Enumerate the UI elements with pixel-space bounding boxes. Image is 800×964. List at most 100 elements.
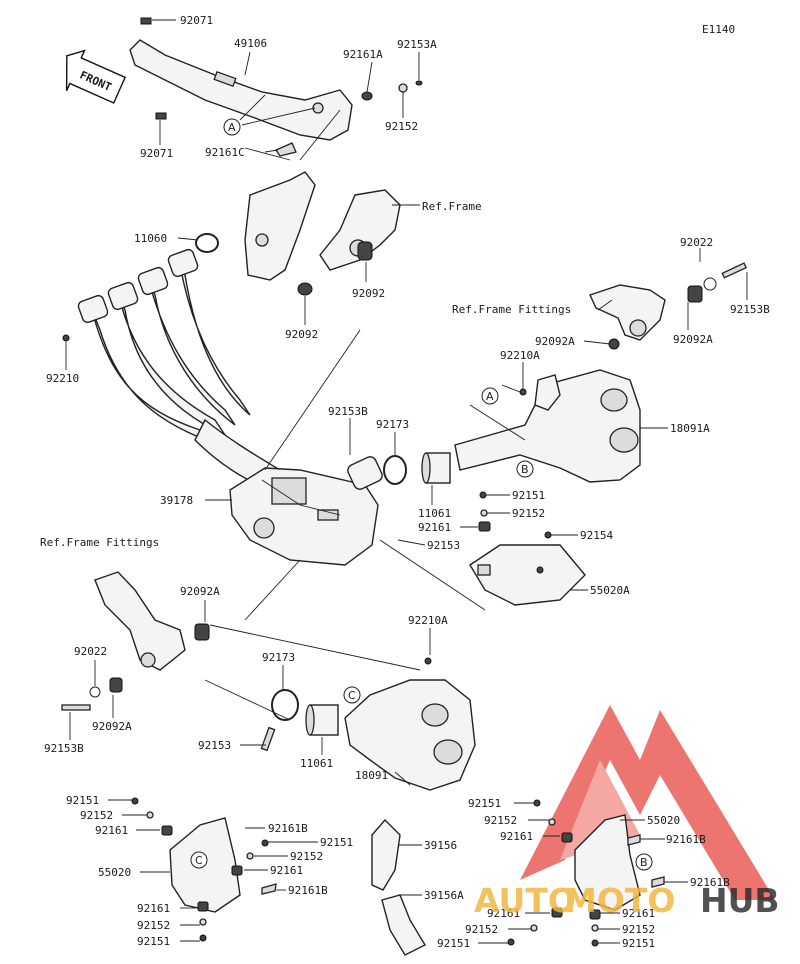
label: 92092A [673,333,713,346]
watermark-moto: MOTO [564,881,675,920]
label: 92161C [205,146,245,159]
svg-text:C: C [348,689,356,702]
watermark-hub: HUB [700,881,780,920]
label: 92161B [666,833,706,846]
label: 55020 [647,814,680,827]
label: 11061 [418,507,451,520]
label: 39156 [424,839,457,852]
label: 92092A [180,585,220,598]
label: 92152 [512,507,545,520]
label: 92161B [288,884,328,897]
label: 92071 [140,147,173,160]
label: 92161 [622,907,655,920]
label: 11060 [134,232,167,245]
watermark-auto: AUTO [474,881,576,920]
callout-C-2: C [190,851,208,869]
label: 92071 [180,14,213,27]
ref-frame-label: Ref.Frame [422,200,482,213]
label: 18091 [355,769,388,782]
label: 92173 [376,418,409,431]
label: 92210A [500,349,540,362]
label: 92161 [418,521,451,534]
label: 92151 [437,937,470,950]
label: 55020A [590,584,630,597]
leader-lines [65,19,748,944]
label: 92153B [44,742,84,755]
label: 92151 [512,489,545,502]
label: 18091A [670,422,710,435]
label: 92154 [580,529,613,542]
label: 92161B [690,876,730,889]
left-footpeg-bracket [61,571,210,711]
label: 39178 [160,494,193,507]
heat-guard-55020A [469,491,586,606]
label: 92161 [270,864,303,877]
pre-chamber-39178 [229,467,379,566]
callout-B-1: B [516,460,534,478]
connector-pipe-11061-lower [305,704,339,736]
label: 92151 [66,794,99,807]
label: 92152 [290,850,323,863]
label: 92161 [487,907,520,920]
svg-text:C: C [195,854,203,867]
cover-39156A [381,894,426,956]
callout-B-2: B [635,853,653,871]
label: 92092 [285,328,318,341]
callout-A-2: A [481,387,499,405]
label: 92161A [343,48,383,61]
label: 92092 [352,287,385,300]
clamp-92173-upper [347,455,407,490]
label: 92161 [500,830,533,843]
svg-text:A: A [228,121,236,134]
label: 92152 [465,923,498,936]
label: 92151 [320,836,353,849]
label: 92210 [46,372,79,385]
diagram-code: E1140 [702,23,735,36]
ref-frame-fittings-left: Ref.Frame Fittings [40,536,159,549]
label: 39156A [424,889,464,902]
label: 92161B [268,822,308,835]
label: 92152 [137,919,170,932]
watermark-logo [520,705,775,900]
connector-pipe-11061-upper [421,452,451,484]
label: 92092A [535,335,575,348]
label: 92152 [80,809,113,822]
watermark-text: AUTO MOTO HUB [474,881,780,920]
label: 92151 [622,937,655,950]
ref-frame-fittings-right: Ref.Frame Fittings [452,303,571,316]
label: 92161 [95,824,128,837]
label: 92173 [262,651,295,664]
label: 92152 [385,120,418,133]
muffler-18091A [454,369,641,483]
label: 92022 [680,236,713,249]
label: 92153B [730,303,770,316]
cover-39156 [371,818,401,891]
label: 92153A [397,38,437,51]
label: 92153B [328,405,368,418]
label: 92161 [137,902,170,915]
label: 92153 [427,539,460,552]
label: 92152 [484,814,517,827]
svg-text:B: B [521,463,529,476]
svg-text:A: A [486,390,494,403]
label: 11061 [300,757,333,770]
rear-bracket-upper [244,171,401,296]
svg-text:B: B [640,856,648,869]
label: 92151 [468,797,501,810]
label: 55020 [98,866,131,879]
label: 92210A [408,614,448,627]
right-footpeg-bracket [589,262,748,350]
front-arrow: FRONT [65,49,127,104]
label: 92151 [137,935,170,948]
part-labels: E1140 Ref.Frame Ref.Frame Fittings Ref.F… [40,14,770,950]
label: 92022 [74,645,107,658]
callout-C-1: C [343,686,361,704]
clamp-92173-lower [260,689,299,752]
label: 92153 [198,739,231,752]
muffler-18091 [344,657,476,791]
label: 49106 [234,37,267,50]
label: 92092A [92,720,132,733]
label: 92152 [622,923,655,936]
